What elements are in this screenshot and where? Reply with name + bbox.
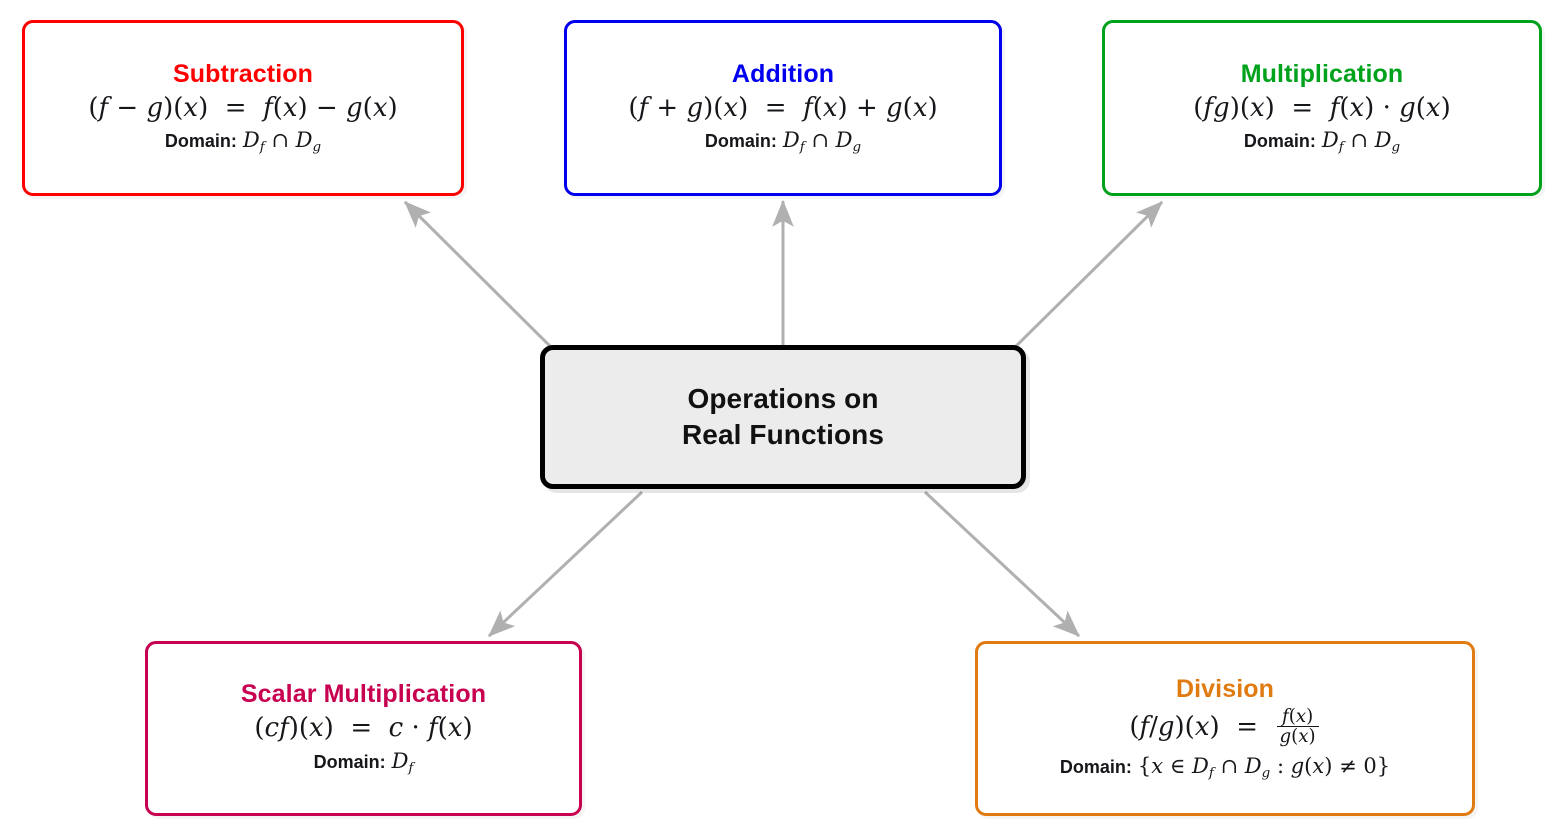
center-title-line2: Real Functions xyxy=(681,419,885,450)
domain-label: Domain: xyxy=(704,131,777,152)
domain-label: Domain: xyxy=(1059,757,1132,778)
node-domain: Domain: Df ∩ Dg xyxy=(1244,128,1400,156)
node-formula: (f + g)(x) = f(x) + g(x) xyxy=(628,92,938,123)
domain-expression: Df xyxy=(391,748,414,776)
arrow-center-to-subtraction xyxy=(403,200,562,358)
node-domain: Domain: Df xyxy=(314,749,414,777)
node-title: Addition xyxy=(731,59,835,88)
arrow-center-to-division xyxy=(923,490,1081,638)
node-scalar-multiplication[interactable]: Scalar Multiplication (cf)(x) = c · f(x)… xyxy=(145,641,582,816)
node-formula: (fg)(x) = f(x) · g(x) xyxy=(1193,92,1451,123)
node-title: Scalar Multiplication xyxy=(240,680,487,709)
arrow-center-to-scalar xyxy=(487,490,644,638)
node-addition[interactable]: Addition (f + g)(x) = f(x) + g(x) Domain… xyxy=(564,20,1002,196)
node-formula: (f − g)(x) = f(x) − g(x) xyxy=(88,92,398,123)
center-title: Operations on Real Functions xyxy=(682,381,884,454)
node-formula: (cf)(x) = c · f(x) xyxy=(254,713,473,744)
node-title: Multiplication xyxy=(1240,59,1404,88)
arrow-center-to-multiplication xyxy=(1004,200,1164,358)
node-title: Subtraction xyxy=(173,59,313,88)
domain-label: Domain: xyxy=(313,751,386,772)
domain-expression: Df ∩ Dg xyxy=(242,128,322,155)
node-domain: Domain: {x ∈ Df ∩ Dg : g(x) ≠ 0} xyxy=(1060,754,1390,782)
node-center-operations-on-real-functions[interactable]: Operations on Real Functions xyxy=(540,345,1026,489)
node-domain: Domain: Df ∩ Dg xyxy=(165,128,321,156)
node-formula: (f/g)(x) = f(x) g(x) xyxy=(1129,707,1320,748)
domain-label: Domain: xyxy=(1243,131,1316,152)
domain-label: Domain: xyxy=(164,131,237,152)
domain-expression: {x ∈ Df ∩ Dg : g(x) ≠ 0} xyxy=(1137,754,1391,782)
node-domain: Domain: Df ∩ Dg xyxy=(705,128,861,156)
domain-expression: Df ∩ Dg xyxy=(1321,128,1401,155)
node-title: Division xyxy=(1175,674,1275,703)
node-subtraction[interactable]: Subtraction (f − g)(x) = f(x) − g(x) Dom… xyxy=(22,20,464,196)
node-division[interactable]: Division (f/g)(x) = f(x) g(x) Domain: {x… xyxy=(975,641,1475,816)
node-multiplication[interactable]: Multiplication (fg)(x) = f(x) · g(x) Dom… xyxy=(1102,20,1542,196)
center-title-line1: Operations on xyxy=(687,382,879,414)
fraction-f-over-g: f(x) g(x) xyxy=(1276,707,1319,747)
domain-expression: Df ∩ Dg xyxy=(782,128,862,155)
